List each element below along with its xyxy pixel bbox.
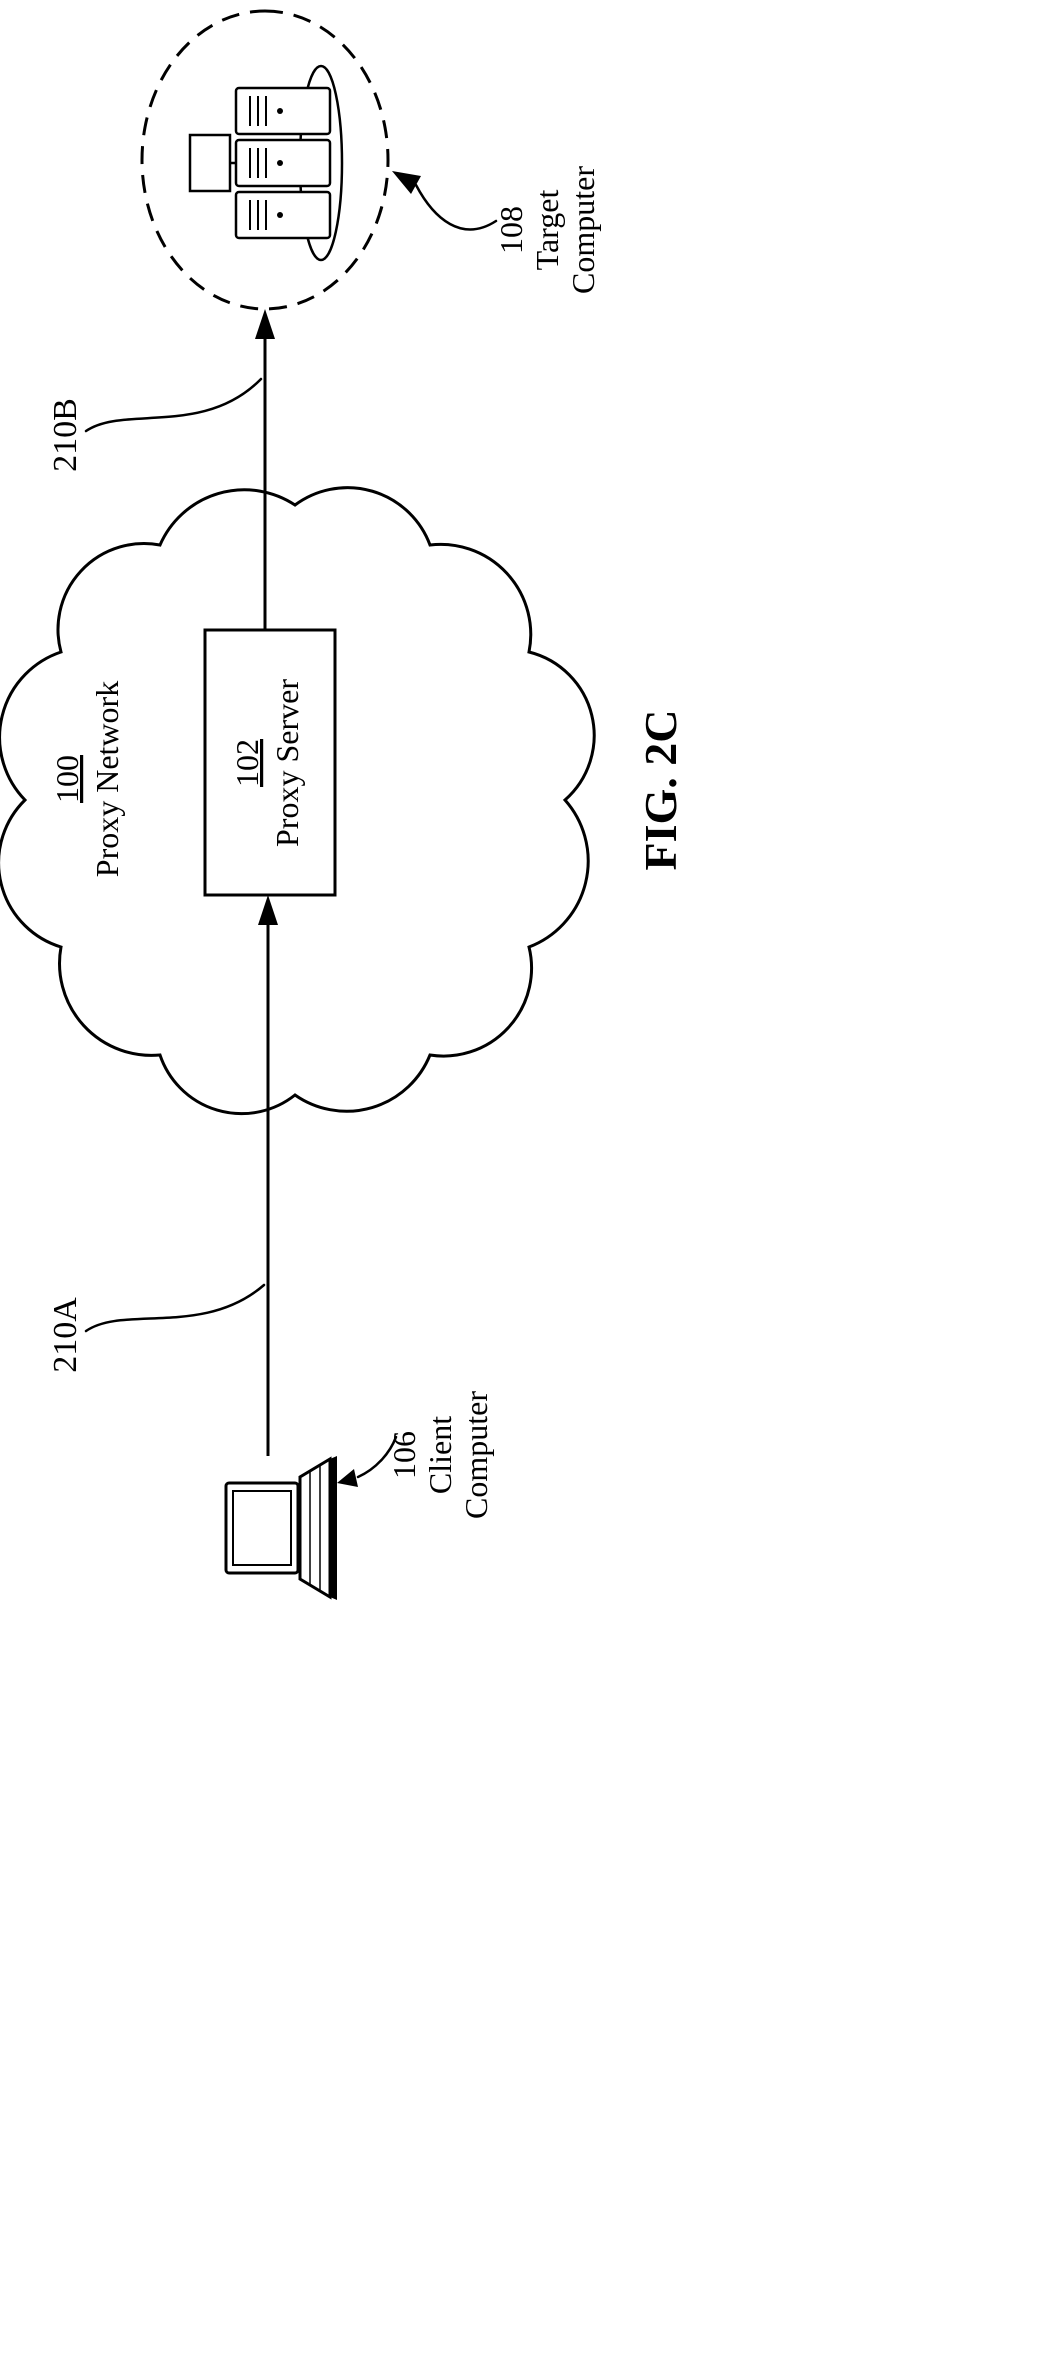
server-top-unit-icon [188, 133, 232, 193]
server-power-dot [277, 108, 283, 114]
connection-210A-label: 210A [47, 1297, 84, 1373]
server-power-dot [277, 160, 283, 166]
proxy-network-ref-label: 100 [49, 755, 85, 803]
arrow-proxy-to-target [255, 309, 275, 630]
arrowhead [392, 171, 421, 194]
client-name-line2: Computer [458, 1391, 494, 1519]
figure-caption: FIG. 2C [635, 710, 686, 871]
proxy-server-name-label: Proxy Server [269, 679, 305, 847]
arrowhead [258, 895, 278, 925]
leader-arrow-106 [337, 1435, 398, 1487]
laptop-screen-inner [232, 1490, 292, 1566]
leader-line-210B [84, 377, 263, 433]
laptop-front-edge [330, 1456, 337, 1600]
target-name-line1: Target [529, 190, 565, 271]
arrowhead [337, 1469, 358, 1487]
laptop-icon [224, 1456, 337, 1600]
target-ref-label: 108 [493, 206, 529, 254]
laptop-keyboard-base [298, 1456, 332, 1600]
proxy-server-ref-label: 102 [229, 739, 265, 787]
target-name-line2: Computer [565, 166, 601, 294]
leader-arrow-108 [392, 171, 498, 231]
proxy-network-name-label: Proxy Network [89, 681, 125, 877]
target-boundary-dashed-ellipse [140, 9, 390, 311]
server-vent-lines [249, 96, 267, 230]
proxy-server-box [203, 628, 337, 897]
arrowhead [255, 309, 275, 339]
server-cluster-icon [188, 86, 332, 240]
laptop-screen [224, 1481, 300, 1575]
client-ref-label: 106 [386, 1431, 422, 1479]
client-name-line1: Client [422, 1416, 458, 1494]
arrow-client-to-proxy [258, 895, 278, 1456]
connection-210B-label: 210B [47, 398, 84, 472]
leader-line-210A [84, 1283, 266, 1333]
server-power-dot [277, 212, 283, 218]
